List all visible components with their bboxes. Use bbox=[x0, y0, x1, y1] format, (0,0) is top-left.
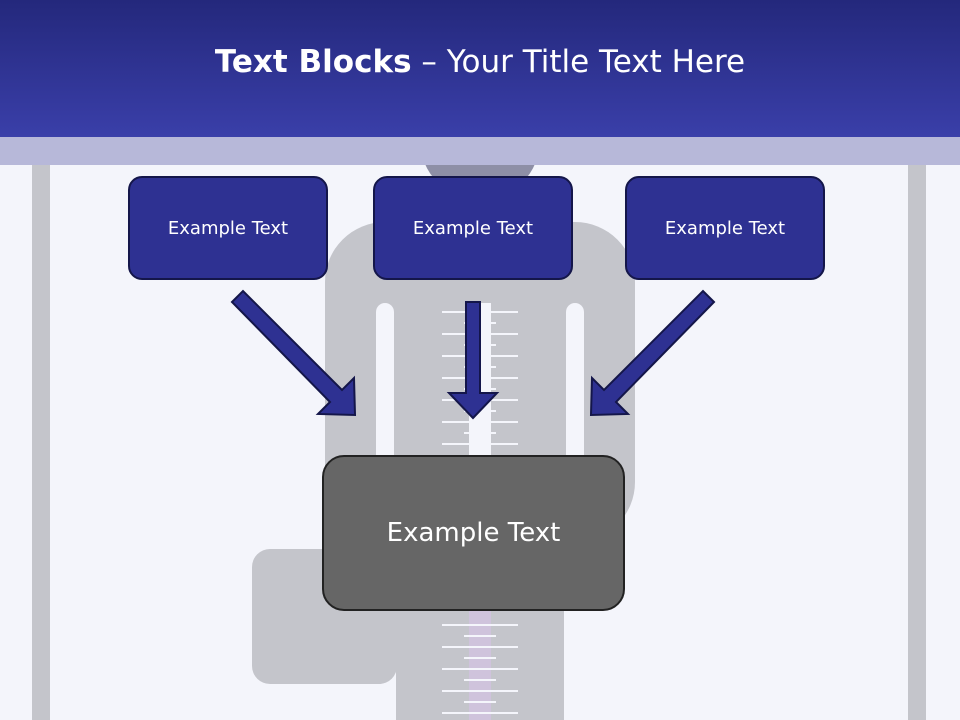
title-separator: – bbox=[411, 43, 447, 80]
arrow-left-icon bbox=[230, 289, 357, 417]
text-block-main: Example Text bbox=[322, 455, 625, 611]
text-block-right: Example Text bbox=[625, 176, 825, 280]
text-block-center: Example Text bbox=[373, 176, 573, 280]
text-block-left: Example Text bbox=[128, 176, 328, 280]
left-frame-post bbox=[32, 137, 50, 720]
right-frame-post bbox=[908, 137, 926, 720]
title-underband bbox=[0, 137, 960, 165]
title-bold: Text Blocks bbox=[214, 43, 412, 80]
ruler-strip-lower bbox=[469, 610, 491, 720]
title-normal: Your Title Text Here bbox=[446, 43, 746, 80]
title-bar: Text Blocks – Your Title Text Here bbox=[0, 0, 960, 137]
arrow-right-icon bbox=[589, 289, 716, 417]
arrow-center-icon bbox=[446, 301, 500, 420]
slide-title: Text Blocks – Your Title Text Here bbox=[215, 44, 745, 80]
